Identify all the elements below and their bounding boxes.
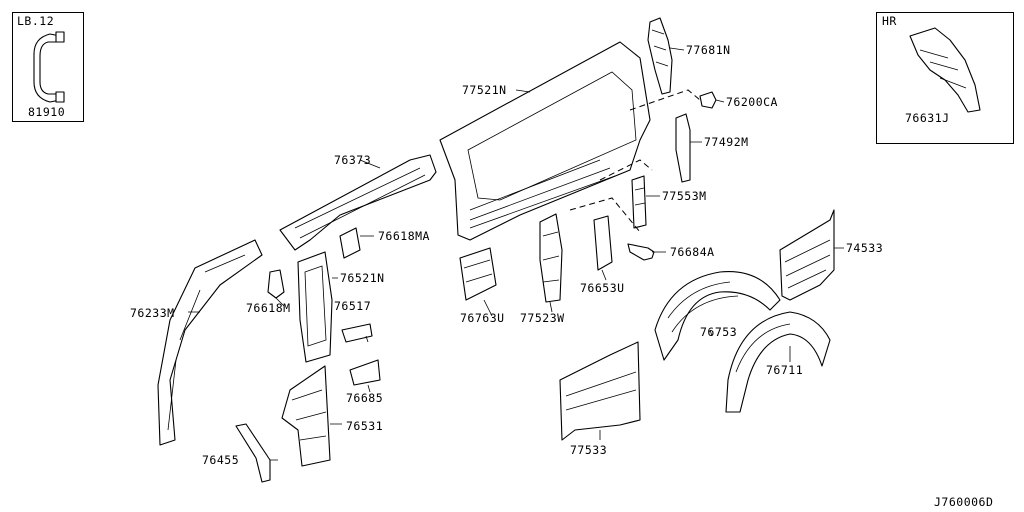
part-label-76685: 76685 (346, 391, 384, 405)
part-76711-drawing (725, 311, 831, 413)
inset-box-hr (876, 12, 1014, 144)
part-76373-drawing (279, 154, 437, 251)
part-76455-drawing (235, 423, 271, 483)
part-77533-drawing (559, 341, 641, 441)
inset-box-lb12 (12, 12, 84, 122)
part-label-76521N: 76521N (340, 271, 385, 285)
part-label-76684A: 76684A (670, 245, 715, 259)
part-76684A-drawing (627, 243, 655, 261)
part-label-76517: 76517 (334, 299, 372, 313)
part-76233M-drawing (157, 239, 263, 446)
part-77681N-drawing (647, 17, 673, 95)
part-77523W-drawing (539, 213, 563, 303)
part-label-77681N: 77681N (686, 43, 731, 57)
part-76763U-drawing (459, 247, 497, 301)
diagram-id: J760006D (934, 495, 994, 509)
part-label-76233M: 76233M (130, 306, 175, 320)
part-label-76753: 76753 (700, 325, 738, 339)
part-label-76200CA: 76200CA (726, 95, 778, 109)
part-label-76618MA: 76618MA (378, 229, 430, 243)
part-label-76763U: 76763U (460, 311, 505, 325)
part-76531-drawing (281, 365, 331, 467)
part-label-77523W: 77523W (520, 311, 565, 325)
part-76753-drawing (654, 271, 781, 361)
part-76631J-drawing (909, 27, 981, 113)
inset-tag-lb12: LB.12 (17, 14, 55, 28)
part-label-76711: 76711 (766, 363, 804, 377)
part-label-76531: 76531 (346, 419, 384, 433)
part-77521N-drawing (439, 41, 651, 241)
part-label-77492M: 77492M (704, 135, 749, 149)
part-label-77521N: 77521N (462, 83, 507, 97)
part-label-76653U: 76653U (580, 281, 625, 295)
part-81910-drawing (33, 31, 65, 103)
part-76200CA-drawing (699, 91, 717, 109)
part-label-81910: 81910 (28, 105, 66, 119)
part-76521N-drawing (297, 251, 333, 363)
part-label-74533: 74533 (846, 241, 884, 255)
part-label-77533: 77533 (570, 443, 608, 457)
part-76653U-drawing (593, 215, 613, 271)
part-label-76618M: 76618M (246, 301, 291, 315)
part-74533-drawing (779, 209, 835, 301)
part-76517-drawing (341, 323, 373, 343)
inset-tag-hr: HR (882, 14, 897, 28)
part-76618MA-drawing (339, 227, 361, 259)
part-label-77553M: 77553M (662, 189, 707, 203)
part-77553M-drawing (631, 175, 647, 229)
part-label-76631J: 76631J (905, 111, 950, 125)
part-76685-drawing (349, 359, 381, 386)
part-label-76373: 76373 (334, 153, 372, 167)
part-label-76455: 76455 (202, 453, 240, 467)
part-77492M-drawing (675, 113, 691, 183)
part-76618M-drawing (267, 269, 285, 299)
